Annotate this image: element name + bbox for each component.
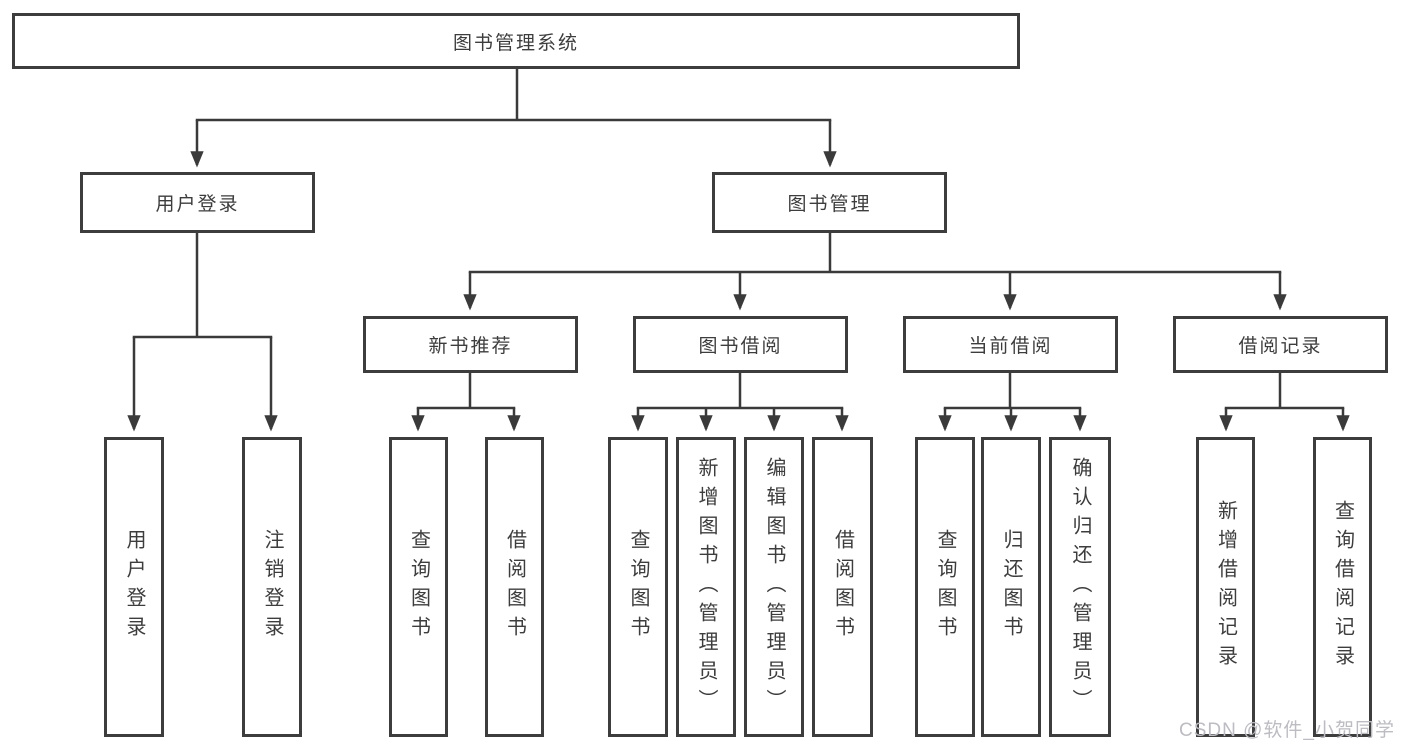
watermark-text: CSDN @软件_小贺同学 xyxy=(1179,720,1395,741)
node-borrow-record: 借阅记录 xyxy=(1173,316,1388,373)
node-query-book-current: 查询图书 xyxy=(915,437,975,737)
node-add-borrow-record: 新增借阅记录 xyxy=(1196,437,1255,737)
node-new-book-recommend: 新书推荐 xyxy=(363,316,578,373)
node-query-book-borrow: 查询图书 xyxy=(608,437,668,737)
node-library-system: 图书管理系统 xyxy=(12,13,1020,69)
node-query-borrow-record: 查询借阅记录 xyxy=(1313,437,1372,737)
node-logout-leaf: 注销登录 xyxy=(242,437,302,737)
node-add-book-admin: 新增图书（管理员） xyxy=(676,437,736,737)
node-confirm-return-admin: 确认归还（管理员） xyxy=(1049,437,1111,737)
node-borrow-book-recommend: 借阅图书 xyxy=(485,437,544,737)
node-user-login-leaf: 用户登录 xyxy=(104,437,164,737)
node-query-book-recommend: 查询图书 xyxy=(389,437,448,737)
node-current-borrow: 当前借阅 xyxy=(903,316,1118,373)
node-user-login-branch: 用户登录 xyxy=(80,172,315,233)
node-return-book: 归还图书 xyxy=(981,437,1041,737)
node-borrow-book-leaf: 借阅图书 xyxy=(812,437,873,737)
node-edit-book-admin: 编辑图书（管理员） xyxy=(744,437,804,737)
node-book-borrow: 图书借阅 xyxy=(633,316,848,373)
node-book-management: 图书管理 xyxy=(712,172,947,233)
